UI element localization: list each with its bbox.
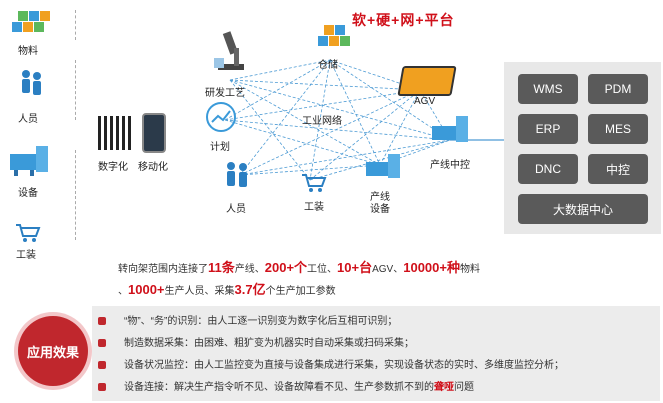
- label-personnel: 人员: [18, 114, 38, 125]
- system-wms: WMS: [518, 74, 578, 104]
- system-central-control: 中控: [588, 154, 648, 184]
- plan-icon: [206, 102, 236, 132]
- material-icon: [10, 8, 52, 38]
- label-tool: 工装: [304, 202, 324, 213]
- label-agv: AGV: [414, 96, 436, 107]
- diagram-title: 软+硬+网+平台: [352, 12, 455, 28]
- label-line-control: 产线中控: [430, 160, 470, 171]
- personnel-icon: [16, 68, 46, 102]
- effect-row: 制造数据采集：由困难、粗犷变为机器实时自动采集或扫码采集；: [98, 334, 414, 349]
- label-line-device: 产线 设备: [370, 192, 390, 215]
- label-plan: 计划: [210, 142, 230, 153]
- line-device-icon: [364, 150, 404, 182]
- stats-text: 转向架范围内连接了11条产线、200+个工位、10+台AGV、10000+种物料…: [118, 260, 480, 297]
- equipment-icon: [6, 140, 54, 180]
- agv-icon: [397, 66, 457, 96]
- divider: [75, 10, 77, 40]
- microscope-icon: [212, 30, 248, 74]
- label-mobile: 移动化: [138, 162, 168, 173]
- system-big-data-center: 大数据中心: [518, 194, 648, 224]
- qr-code-icon: [98, 116, 132, 150]
- effect-row: 设备状况监控：由人工监控变为直接与设备集成进行采集，实现设备状态的实时、多维度监…: [98, 356, 564, 371]
- effect-row: 设备连接：解决生产指令听不见、设备故障看不见、生产参数抓不到的聋哑问题: [98, 378, 474, 393]
- system-erp: ERP: [518, 114, 578, 144]
- label-material: 物料: [18, 46, 38, 57]
- bullet-icon: [98, 361, 106, 370]
- label-rnd: 研发工艺: [205, 88, 245, 99]
- effect-badge: 应用效果: [18, 316, 88, 386]
- divider: [75, 60, 77, 120]
- bullet-icon: [98, 317, 106, 326]
- bullet-icon: [98, 339, 106, 348]
- person-icon: [222, 160, 252, 194]
- effect-panel: [92, 306, 660, 401]
- cart-icon: [14, 222, 42, 244]
- label-digital: 数字化: [98, 162, 128, 173]
- label-person: 人员: [226, 204, 246, 215]
- line-control-icon: [428, 112, 472, 148]
- bullet-icon: [98, 383, 106, 392]
- phone-icon: [142, 113, 166, 153]
- warehouse-icon: [316, 20, 356, 52]
- divider: [75, 150, 77, 240]
- network-lines: [224, 59, 505, 181]
- system-pdm: PDM: [588, 74, 648, 104]
- label-iot: 工业网络: [302, 116, 342, 127]
- label-equipment: 设备: [18, 188, 38, 199]
- effect-row: “物”、“务”的识别：由人工逐一识别变为数字化后互相可识别；: [98, 312, 397, 327]
- tool-cart-icon: [300, 172, 328, 194]
- system-mes: MES: [588, 114, 648, 144]
- label-tooling: 工装: [16, 250, 36, 261]
- system-dnc: DNC: [518, 154, 578, 184]
- label-warehouse: 仓储: [318, 60, 338, 71]
